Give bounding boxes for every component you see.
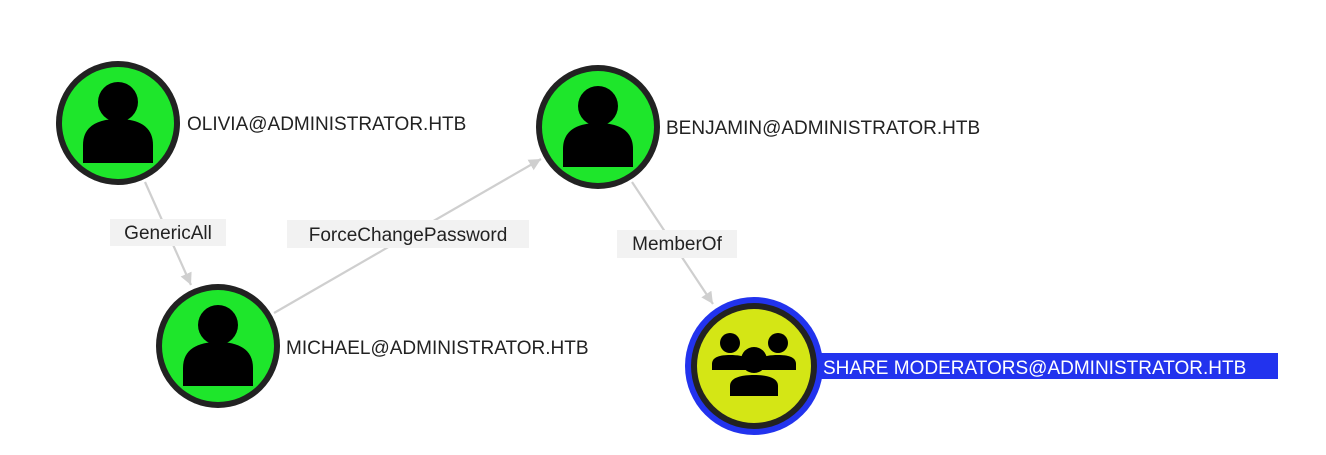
user-icon <box>83 82 153 163</box>
node-olivia[interactable]: OLIVIA@ADMINISTRATOR.HTB <box>56 61 466 185</box>
edge-genericall[interactable]: GenericAll <box>110 181 226 286</box>
selected-label-highlight <box>820 353 1278 379</box>
node-michael[interactable]: MICHAEL@ADMINISTRATOR.HTB <box>156 284 589 408</box>
node-label-benjamin: BENJAMIN@ADMINISTRATOR.HTB <box>666 118 980 139</box>
node-label-michael: MICHAEL@ADMINISTRATOR.HTB <box>286 338 589 359</box>
edge-label-memberof: MemberOf <box>632 234 722 255</box>
node-label-share-moderators: SHARE MODERATORS@ADMINISTRATOR.HTB <box>823 358 1246 379</box>
user-icon <box>183 305 253 386</box>
node-label-olivia: OLIVIA@ADMINISTRATOR.HTB <box>187 114 466 135</box>
edges-layer: GenericAll ForceChangePassword MemberOf <box>110 158 737 314</box>
edge-forcechangepassword[interactable]: ForceChangePassword <box>273 158 542 314</box>
nodes-layer: OLIVIA@ADMINISTRATOR.HTB BENJAMIN@ADMINI… <box>56 61 1278 435</box>
node-benjamin[interactable]: BENJAMIN@ADMINISTRATOR.HTB <box>536 65 980 189</box>
user-icon <box>563 86 633 167</box>
edge-label-forcechangepassword: ForceChangePassword <box>309 225 508 246</box>
node-share-moderators[interactable]: SHARE MODERATORS@ADMINISTRATOR.HTB <box>685 297 1278 435</box>
edge-label-genericall: GenericAll <box>124 223 212 244</box>
group-icon <box>712 333 796 396</box>
edge-memberof[interactable]: MemberOf <box>617 181 737 305</box>
